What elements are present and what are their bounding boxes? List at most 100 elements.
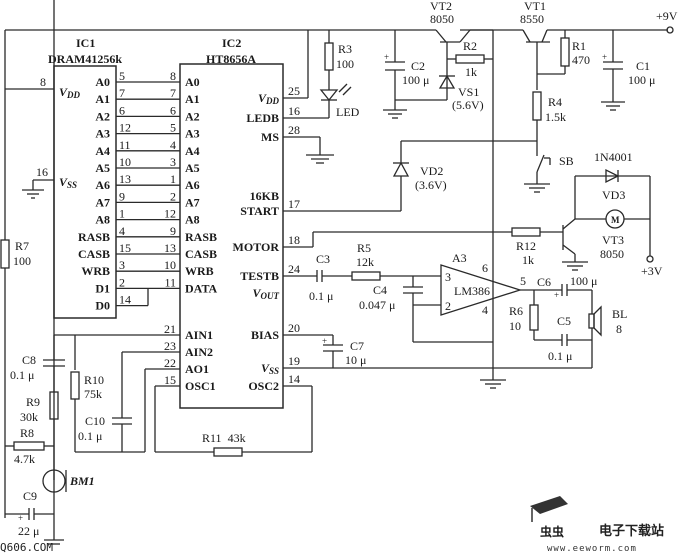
ic1-pin-label: RASB	[78, 230, 110, 244]
ic2-pin-number: 6	[170, 103, 176, 117]
svg-text:+: +	[384, 52, 389, 62]
bug-logo-icon: 虫虫	[540, 524, 564, 539]
a3-pin5: 5	[520, 274, 526, 288]
mic-network: R10 75k C10 0.1 μ C8 0.1 μ R9 30k R8 4.7…	[5, 0, 180, 545]
ic2-ref: IC2	[222, 36, 241, 50]
a3-part: LM386	[454, 284, 490, 298]
svg-text:+: +	[18, 513, 23, 523]
r12-resistor	[511, 227, 541, 237]
ic1-pin-label: A5	[95, 161, 110, 175]
r3-resistor	[324, 42, 334, 71]
ic2-pin-label: A7	[185, 195, 200, 209]
c7-value: 10 μ	[345, 353, 366, 367]
vt3-value: 8050	[600, 247, 624, 261]
ic2-pin-label: OSC2	[248, 379, 279, 393]
vd2-zener-icon	[392, 161, 410, 177]
ic2-pin-number: 1	[170, 172, 176, 186]
ic2-pin-number: 21	[164, 322, 176, 336]
bl-value: 8	[616, 322, 622, 336]
ic1-pin-number: 7	[119, 86, 125, 100]
ic2-pin-number: 25	[288, 84, 300, 98]
ic2-pin-label: WRB	[185, 264, 214, 278]
r12-ref: R12	[516, 239, 536, 253]
ic2-pin-number: 19	[288, 354, 300, 368]
ic2-pin-label: A0	[185, 75, 200, 89]
ic2-pin-label: A3	[185, 127, 200, 141]
vt3-ref: VT3	[602, 233, 624, 247]
ic2-pin-number: 4	[170, 138, 176, 152]
ic1-pin-label: A7	[95, 195, 110, 209]
vs1-ref: VS1	[458, 85, 479, 99]
ic1-pin-label: CASB	[78, 247, 110, 261]
ic2-pin-number: 5	[170, 121, 176, 135]
ic2-pin-number: 13	[164, 241, 176, 255]
c3-value: 0.1 μ	[309, 289, 333, 303]
ic2-pin-label: LEDB	[246, 111, 279, 125]
supply-3v-label: +3V	[641, 264, 663, 278]
r3-led: R3 100 LED	[283, 30, 360, 119]
ic2-pin-number: 20	[288, 321, 300, 335]
r7: R7 100	[0, 239, 31, 269]
ic2-pin-label: MOTOR	[233, 240, 280, 254]
ic2-pin-number: 18	[288, 233, 300, 247]
a3-pin4: 4	[482, 303, 488, 317]
ic2-pin-number: 8	[170, 69, 176, 83]
ic1-pin-label: A4	[95, 144, 110, 158]
c2-value: 100 μ	[402, 73, 429, 87]
vt1: VT1 8550 R1 470 R4 1.5k + C1 100 μ	[520, 0, 655, 150]
vt2: VT2 8050 R2 1k VS1 (5.6V)	[430, 0, 493, 112]
ic1-pin-number: 5	[119, 69, 125, 83]
r7-value: 100	[13, 254, 31, 268]
ic2-pin-number: 23	[164, 339, 176, 353]
ic2-pin-label: A5	[185, 161, 200, 175]
ic1-vdd-pin: 8	[40, 75, 46, 89]
ic2-pin-label: A4	[185, 144, 200, 158]
r8-value: 4.7k	[14, 452, 35, 466]
supply-9v-label: +9V	[656, 9, 678, 23]
ic2-pin-label: TESTB	[240, 269, 279, 283]
ic1-pin-number: 2	[119, 275, 125, 289]
c8-ref: C8	[22, 353, 36, 367]
ic2-pin-label: RASB	[185, 230, 217, 244]
c6-value: 100 μ	[570, 274, 597, 288]
ic2-pin-label: BIAS	[251, 328, 279, 342]
ic2-pin-label: 16KB	[250, 189, 279, 203]
r8-resistor	[13, 441, 45, 451]
a3-ref: A3	[452, 251, 467, 265]
ic2-pin-label: MS	[261, 130, 279, 144]
ic2-pin-label: DATA	[185, 281, 218, 295]
ic1-pin-number: 9	[119, 189, 125, 203]
vd2: VD2 (3.6V)	[283, 140, 537, 212]
vs1-zener-icon	[438, 74, 456, 89]
brand-name: 电子下载站	[599, 523, 664, 539]
r7-resistor	[0, 239, 10, 269]
ic2-pin-number: 22	[164, 356, 176, 370]
ic1-pin-number: 13	[119, 172, 131, 186]
r1-ref: R1	[572, 39, 586, 53]
motor-label: M	[611, 215, 620, 225]
ic2-pin-label: A6	[185, 178, 200, 192]
ic1-pin-label: A8	[95, 213, 110, 227]
r10-resistor	[70, 371, 80, 400]
ic2-pin-number: 2	[170, 189, 176, 203]
r4-value: 1.5k	[545, 110, 566, 124]
a3-pin6: 6	[482, 261, 488, 275]
ic1-pin-number: 15	[119, 241, 131, 255]
c10-value: 0.1 μ	[78, 429, 102, 443]
ic1-ref: IC1	[76, 36, 95, 50]
ic2-pin-label: AO1	[185, 362, 209, 376]
c4-value: 0.047 μ	[359, 298, 395, 312]
vd3-part: 1N4001	[594, 150, 633, 164]
ic2-pin-label: CASB	[185, 247, 217, 261]
ic2-pin-number: 15	[164, 373, 176, 387]
audio-path: C3 0.1 μ R5 12k C4 0.047 μ 3 2 LM386 A3 …	[283, 241, 627, 363]
c2-ref: C2	[411, 59, 425, 73]
vs1-value: (5.6V)	[452, 98, 484, 112]
ic1-vdd-label: VDD	[59, 85, 81, 100]
r12-value: 1k	[522, 253, 534, 267]
r6-ref: R6	[509, 304, 523, 318]
r3-value: 100	[336, 57, 354, 71]
